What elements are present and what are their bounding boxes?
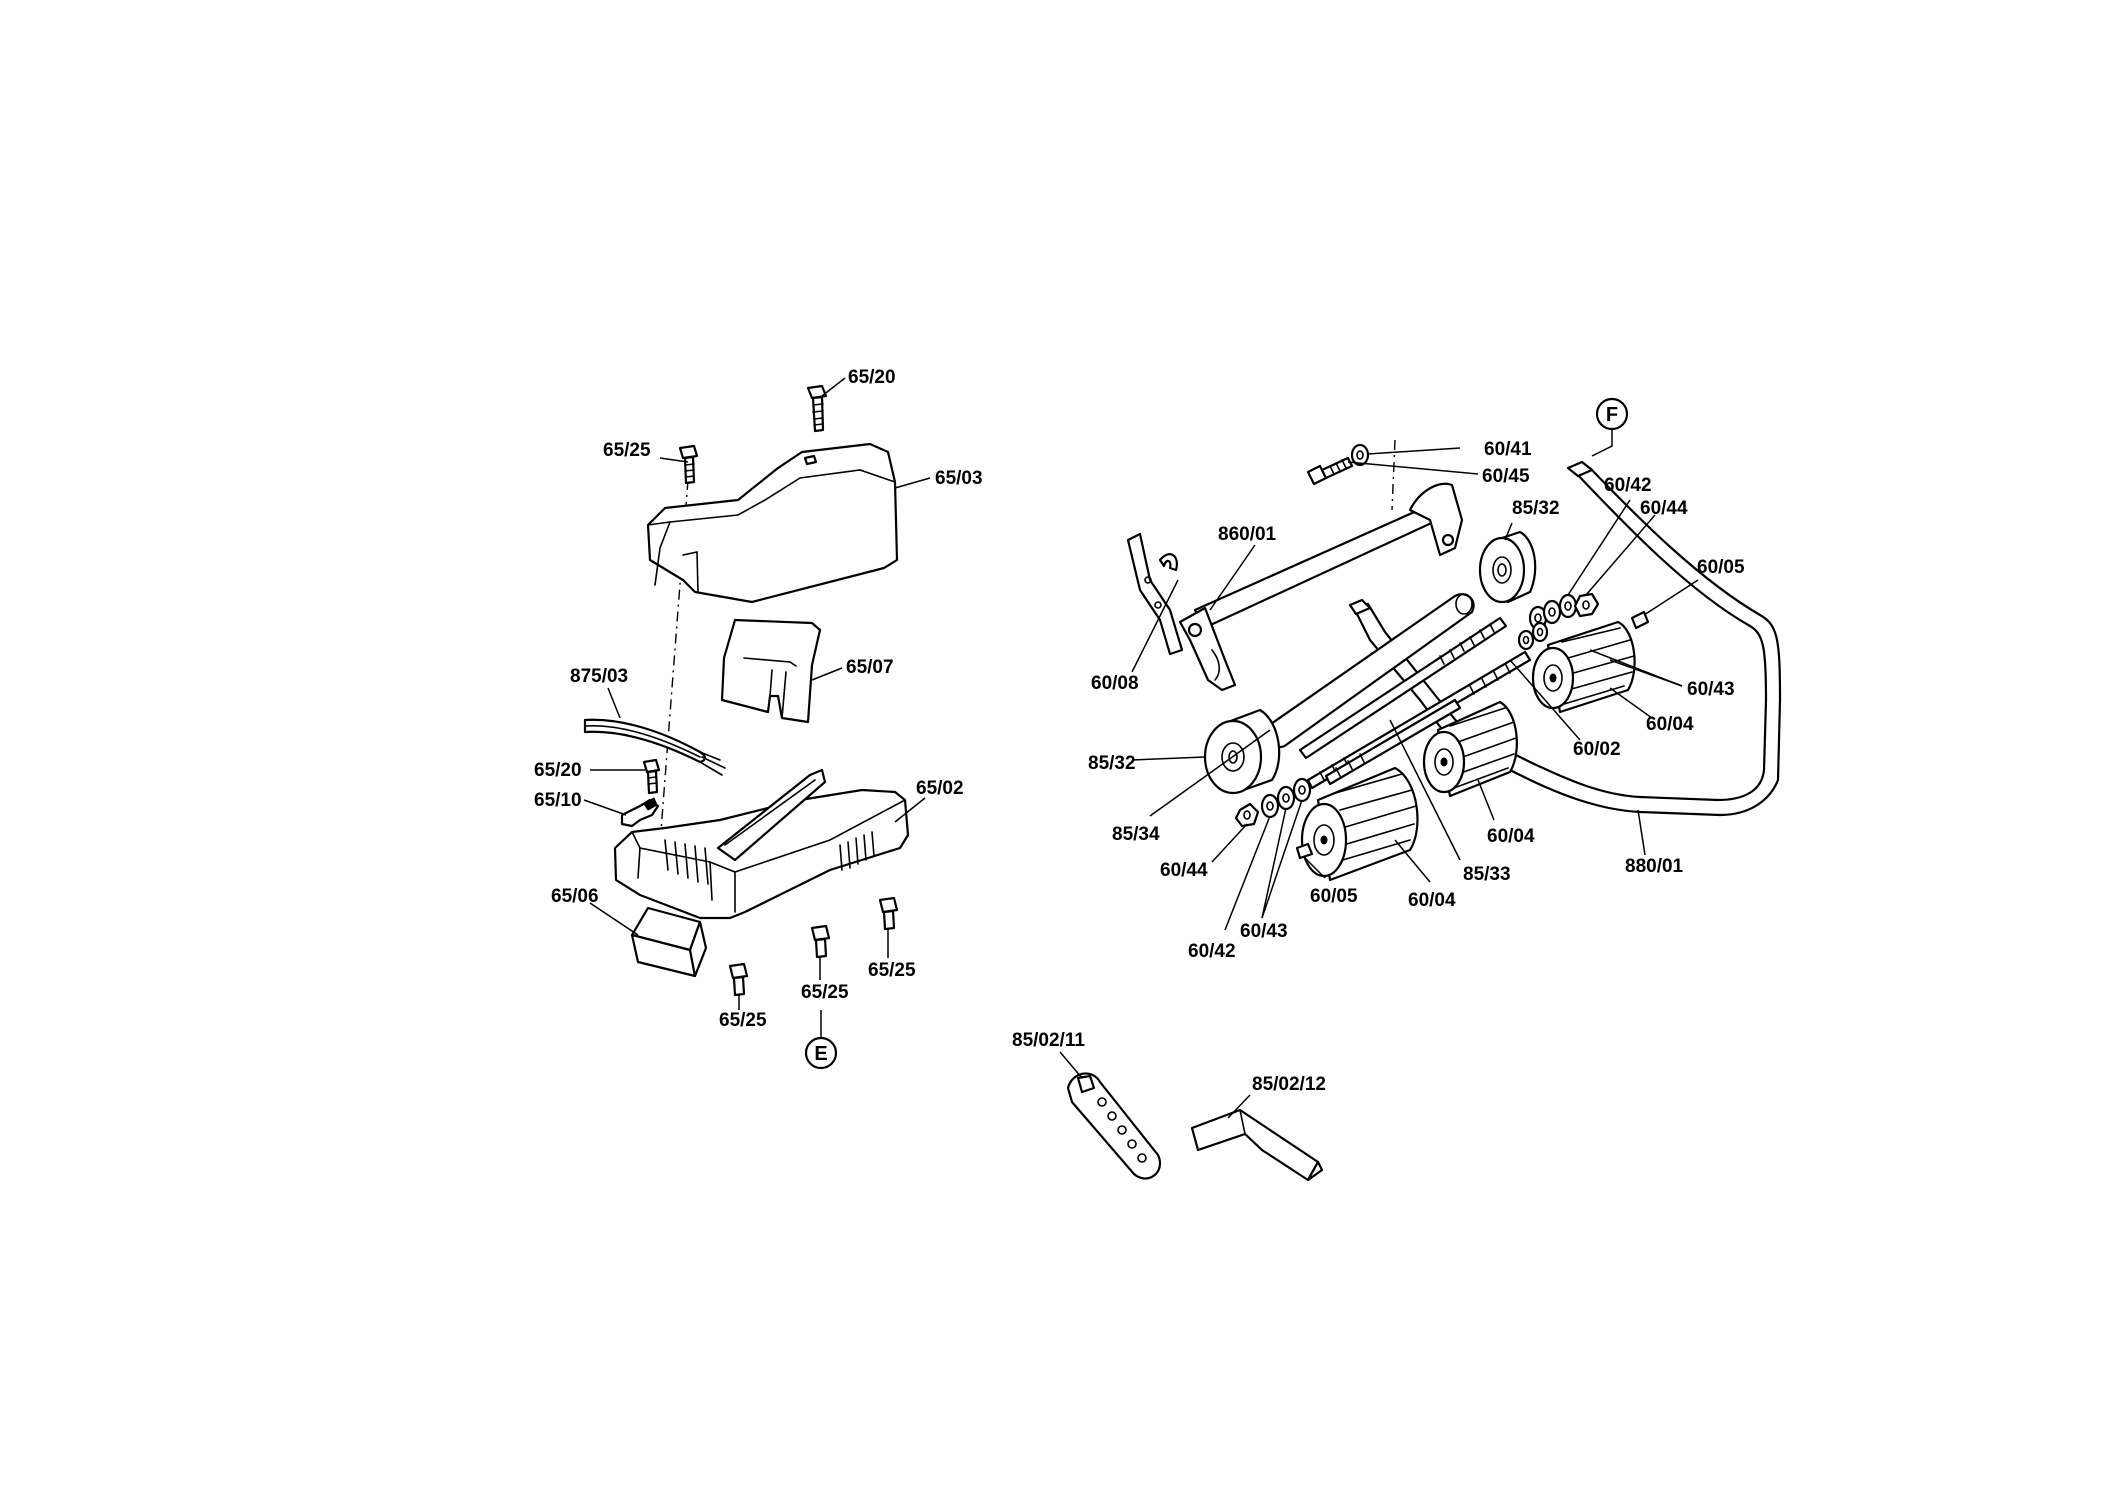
label-60-43-bot: 60/43 [1240,921,1288,942]
label-60-04-right: 60/04 [1646,714,1694,735]
label-65-25-right: 65/25 [868,960,916,981]
label-85-34: 85/34 [1112,824,1160,845]
label-60-44-top: 60/44 [1640,498,1688,519]
part-60-05-pin-bottom [1295,842,1314,860]
reference-e-marker: E [804,1010,838,1070]
label-60-42-bot: 60/42 [1188,941,1236,962]
label-60-41: 60/41 [1484,439,1532,460]
part-85-32-roller-left [1203,708,1281,795]
label-60-45: 60/45 [1482,466,1530,487]
part-85-32-roller-top [1478,530,1537,604]
part-threaded-rod-middle [1324,698,1462,786]
reference-f-marker: F [1591,397,1629,457]
label-85-32-left: 85/32 [1088,753,1136,774]
part-65-25-base-screw-right [878,896,899,931]
part-60-45-bolt [1306,456,1354,486]
reference-f-letter: F [1606,404,1618,426]
label-60-42-top: 60/42 [1604,475,1652,496]
part-65-20-mid-screw [642,758,661,795]
label-60-04-bot: 60/04 [1408,890,1456,911]
part-875-03-cable [583,718,726,776]
leader-lines [583,377,1699,1119]
label-85-32-top: 85/32 [1512,498,1560,519]
label-60-08: 60/08 [1091,673,1139,694]
part-60-02-threaded-rod-upper [1298,616,1508,760]
label-65-25-top: 65/25 [603,440,651,461]
part-65-03-top-cover [646,442,899,604]
label-60-04-mid: 60/04 [1487,826,1535,847]
label-60-02: 60/02 [1573,739,1621,760]
part-65-10-clamp [620,797,660,828]
label-85-33: 85/33 [1463,864,1511,885]
part-60-05-pin-top [1630,610,1650,630]
part-65-06-end-cap [630,906,708,978]
label-65-20-top: 65/20 [848,367,896,388]
label-875-03: 875/03 [570,666,628,687]
label-85-02-11: 85/02/11 [1012,1030,1085,1051]
part-washer-stack-top [1528,592,1600,631]
part-65-25-base-screw-mid [810,924,831,959]
part-860-01-axle-frame [1126,482,1464,692]
part-washer-stack-lower [1234,777,1312,828]
label-65-02: 65/02 [916,778,964,799]
part-60-04-spiked-roller-right [1531,620,1636,714]
reference-e-letter: E [814,1043,827,1065]
part-65-20-top-screw [806,384,828,433]
part-85-02-11-spanner [1066,1072,1161,1180]
part-washer-stack-right [1517,621,1549,651]
label-880-01: 880/01 [1625,856,1684,877]
label-60-43-right: 60/43 [1687,679,1735,700]
part-65-25-cover-screw [678,444,699,485]
part-65-25-base-screw-low [728,962,749,997]
bolt-center-line [1391,439,1396,511]
label-65-25-low: 65/25 [719,1010,767,1031]
label-65-03: 65/03 [935,468,983,489]
label-60-05-top: 60/05 [1697,557,1745,578]
label-60-44-bot: 60/44 [1160,860,1208,881]
callout-labels: 65/20 65/25 65/03 65/07 875/03 65/20 65/… [534,367,1745,1095]
label-860-01: 860/01 [1218,524,1277,545]
label-65-25-mid: 65/25 [801,982,849,1003]
label-60-05-bot: 60/05 [1310,886,1358,907]
label-65-20-mid: 65/20 [534,760,582,781]
part-65-02-base-housing [613,768,910,920]
part-65-07-insert-plate [720,618,822,724]
label-85-02-12: 85/02/12 [1252,1074,1326,1095]
part-60-41-washer [1350,443,1370,467]
part-60-04-spiked-roller-bottom [1300,766,1419,882]
part-85-02-12-hex-key [1190,1108,1324,1182]
label-65-06: 65/06 [551,886,599,907]
label-65-10: 65/10 [534,790,582,811]
label-65-07: 65/07 [846,657,894,678]
part-60-04-spiked-roller-mid [1422,700,1518,798]
